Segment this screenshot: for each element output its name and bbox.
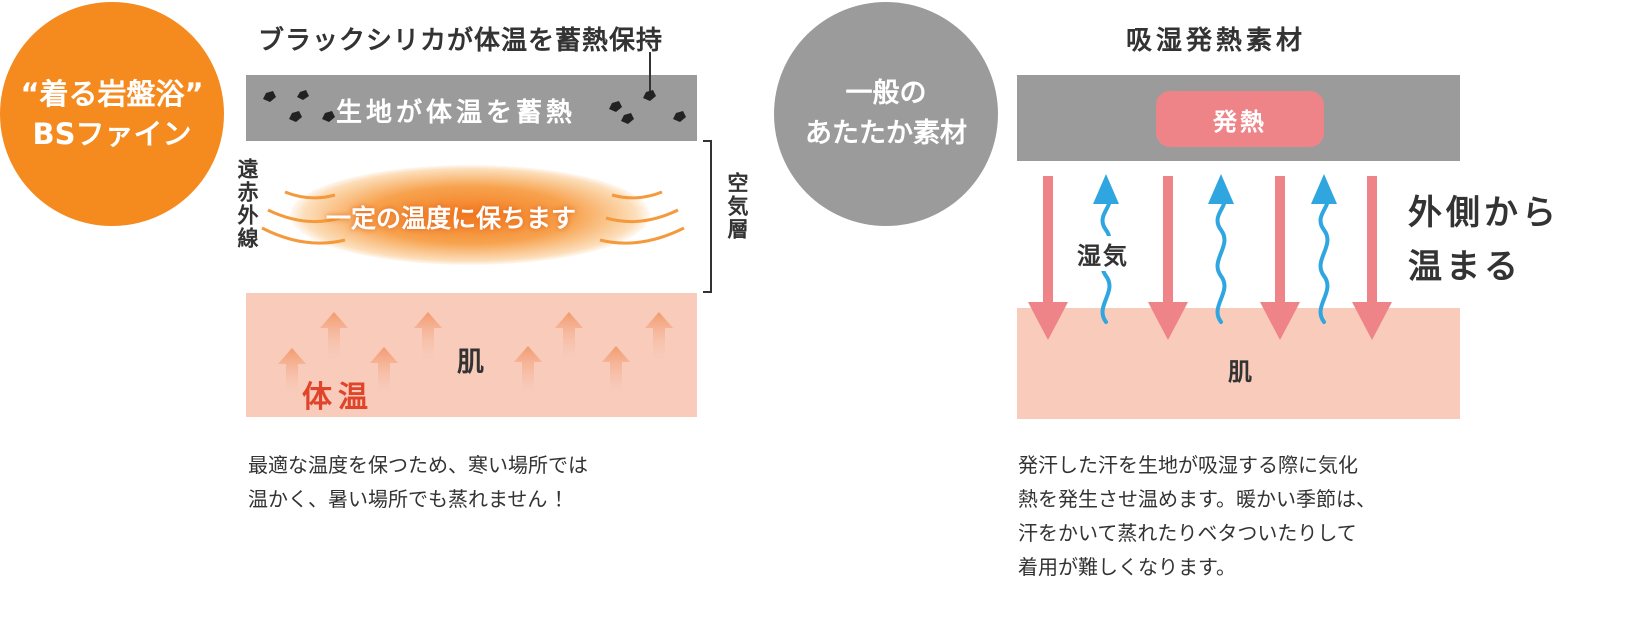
- right-heading: 吸湿発熱素材: [1126, 26, 1307, 56]
- heat-badge-label: 発熱: [1213, 107, 1267, 136]
- heat-glow: [290, 165, 650, 265]
- heat-badge: 発熱: [1156, 91, 1324, 147]
- left-heading: ブラックシリカが体温を蓄熱保持: [258, 26, 664, 56]
- right-caption-line2: 熱を発生させ温めます。暖かい季節は、: [1018, 487, 1376, 511]
- general-material-badge-line1: 一般の: [845, 78, 927, 109]
- general-material-badge-line2: あたたか素材: [805, 118, 967, 149]
- right-caption-line3: 汗をかいて蒸れたりベタついたりして: [1018, 521, 1357, 545]
- far-infrared-label: 遠赤外線: [235, 158, 259, 250]
- outside-warming-line1: 外側から: [1408, 193, 1560, 233]
- right-caption: 発汗した汗を生地が吸湿する際に気化 熱を発生させ温めます。暖かい季節は、 汗をか…: [1018, 448, 1376, 584]
- left-caption: 最適な温度を保つため、寒い場所では 温かく、暑い場所でも蒸れません ！: [248, 448, 588, 516]
- left-caption-line1: 最適な温度を保つため、寒い場所では: [248, 453, 588, 477]
- body-temperature-label: 体温: [302, 380, 374, 415]
- fabric-layer: [246, 75, 697, 141]
- skin-layer-right: [1017, 308, 1460, 419]
- moisture-label: 湿気: [1077, 236, 1129, 271]
- left-caption-line2: 温かく、暑い場所でも蒸れません ！: [248, 487, 574, 511]
- outside-warming-label: 外側から 温まる: [1408, 186, 1560, 294]
- bs-fine-badge: “着る岩盤浴” BSファイン: [0, 2, 224, 226]
- skin-label-left: 肌: [457, 347, 484, 378]
- fabric-label: 生地が体温を蓄熱: [336, 98, 577, 128]
- bs-fine-badge-line2: BSファイン: [32, 117, 192, 151]
- right-caption-line4: 着用が難しくなります。: [1018, 555, 1236, 579]
- bs-fine-badge-line1: “着る岩盤浴”: [20, 77, 204, 111]
- outside-warming-line2: 温まる: [1408, 247, 1522, 287]
- right-caption-line1: 発汗した汗を生地が吸湿する際に気化: [1018, 453, 1358, 477]
- skin-label-right: 肌: [1228, 358, 1252, 386]
- glow-label: 一定の温度に保ちます: [326, 204, 577, 233]
- air-layer-label: 空気層: [725, 172, 749, 241]
- general-material-badge: 一般の あたたか素材: [774, 2, 998, 226]
